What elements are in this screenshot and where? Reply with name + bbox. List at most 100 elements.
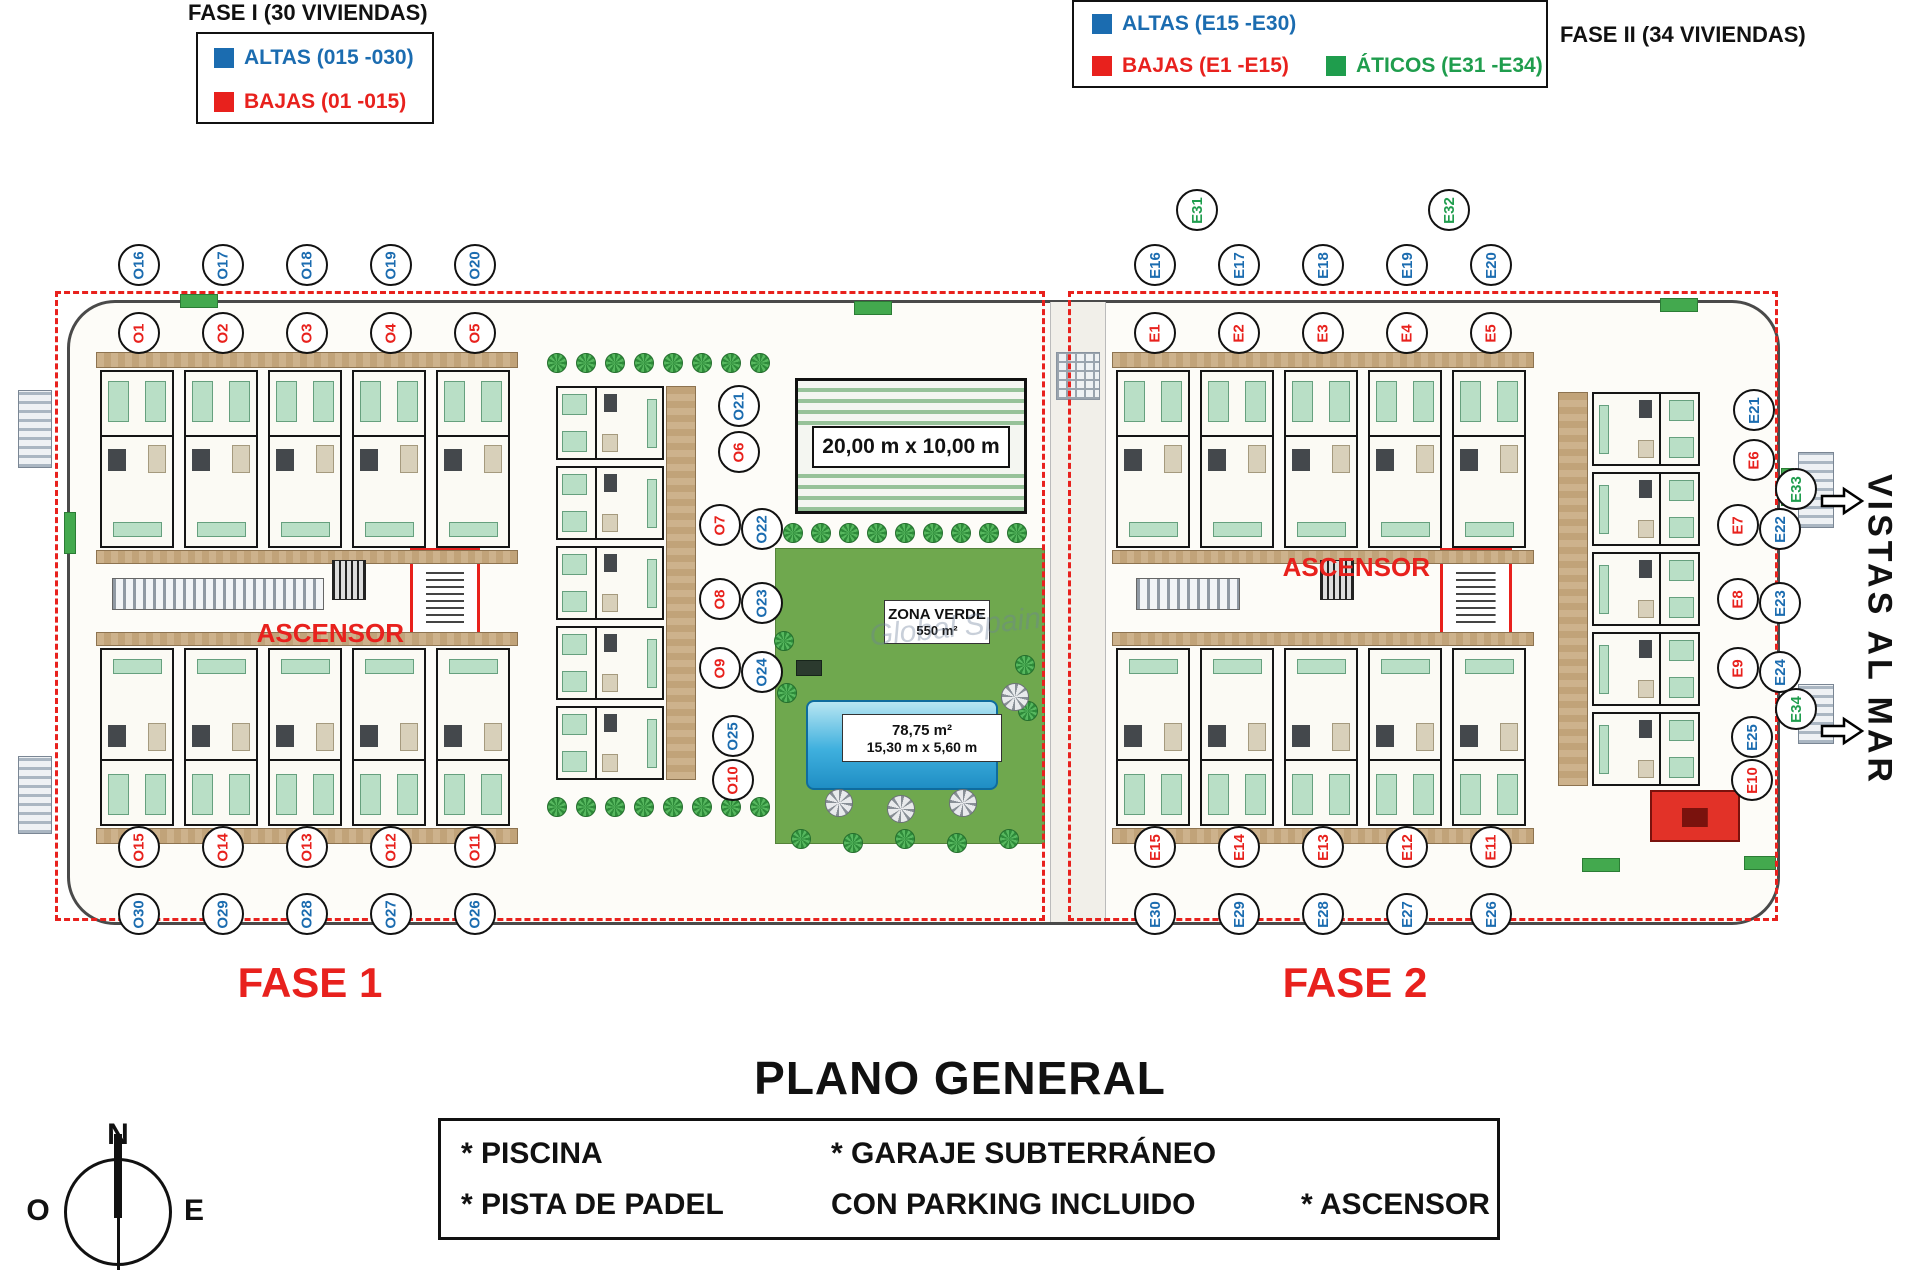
- furniture: [232, 723, 251, 751]
- furniture: [107, 448, 126, 472]
- unit-badge-label: E31: [1188, 196, 1206, 224]
- furniture: [1375, 380, 1397, 423]
- padel-dims-label: 20,00 m x 10,00 m: [812, 426, 1010, 468]
- unit-badge-O29: O29: [202, 893, 244, 935]
- unit-badge-label: O23: [753, 588, 771, 618]
- unit-badge-label: E25: [1743, 723, 1761, 751]
- hedge: [1660, 298, 1698, 312]
- sea-arrow-icon: [1820, 716, 1865, 746]
- furniture: [1599, 724, 1609, 774]
- tree-icon: [777, 683, 797, 703]
- furniture: [1202, 434, 1272, 438]
- furniture: [601, 674, 619, 693]
- terrace: [96, 550, 518, 564]
- furniture: [1164, 445, 1183, 473]
- furniture: [364, 521, 414, 538]
- furniture: [1123, 380, 1145, 423]
- unit-badge-O4: O4: [370, 312, 412, 354]
- unit-badge-O20: O20: [454, 244, 496, 286]
- apartment-unit: [352, 648, 426, 826]
- furniture: [107, 724, 126, 748]
- furniture: [280, 658, 330, 675]
- unit-badge-E14: E14: [1218, 826, 1260, 868]
- furniture: [438, 434, 508, 438]
- unit-badge-E24: E24: [1759, 651, 1801, 693]
- furniture: [1500, 723, 1519, 751]
- unit-badge-label: E33: [1787, 475, 1805, 503]
- central-road: [1050, 302, 1106, 922]
- apartment-unit: [1452, 648, 1526, 826]
- tree-icon: [947, 833, 967, 853]
- furniture: [1286, 758, 1356, 762]
- furniture: [647, 638, 657, 688]
- furniture: [1668, 479, 1694, 501]
- furniture: [1413, 380, 1435, 423]
- furniture: [400, 723, 419, 751]
- furniture: [1668, 719, 1694, 741]
- furniture: [359, 773, 381, 816]
- amenity-piscina: * PISCINA: [461, 1136, 603, 1170]
- furniture: [275, 724, 294, 748]
- furniture: [359, 380, 381, 423]
- unit-badge-O14: O14: [202, 826, 244, 868]
- terrace: [1558, 392, 1588, 786]
- furniture: [1332, 445, 1351, 473]
- furniture: [601, 434, 619, 453]
- furniture: [1459, 724, 1478, 748]
- apartment-unit: [100, 648, 174, 826]
- apartment-unit: [1592, 712, 1700, 786]
- tree-icon: [692, 797, 712, 817]
- furniture: [275, 448, 294, 472]
- unit-badge-E17: E17: [1218, 244, 1260, 286]
- furniture: [313, 380, 335, 423]
- furniture: [313, 773, 335, 816]
- unit-badge-E19: E19: [1386, 244, 1428, 286]
- legend-fase1-box: ALTAS (015 -030) BAJAS (01 -015): [196, 32, 434, 124]
- unit-badge-O27: O27: [370, 893, 412, 935]
- furniture: [1454, 434, 1524, 438]
- unit-badge-E5: E5: [1470, 312, 1512, 354]
- umbrella-icon: [887, 795, 915, 823]
- furniture: [562, 473, 588, 495]
- furniture: [400, 445, 419, 473]
- unit-badge-O25: O25: [712, 715, 754, 757]
- unit-badge-E4: E4: [1386, 312, 1428, 354]
- furniture: [316, 445, 335, 473]
- unit-badge-label: E23: [1771, 589, 1789, 617]
- unit-badge-label: E26: [1482, 900, 1500, 928]
- furniture: [1638, 559, 1653, 578]
- furniture: [1599, 404, 1609, 454]
- terrace: [96, 352, 518, 368]
- unit-badge-E16: E16: [1134, 244, 1176, 286]
- tree-icon: [547, 353, 567, 373]
- unit-badge-label: E32: [1440, 196, 1458, 224]
- unit-badge-label: E15: [1146, 833, 1164, 861]
- red-swatch-icon: [1092, 56, 1112, 76]
- furniture: [603, 633, 618, 652]
- furniture: [229, 773, 251, 816]
- furniture: [1668, 639, 1694, 661]
- zona-verde-label: ZONA VERDE 550 m²: [884, 600, 990, 644]
- apartment-unit: [1284, 370, 1358, 548]
- tree-icon: [783, 523, 803, 543]
- garage-ramp: [112, 578, 324, 610]
- unit-badge-label: E11: [1482, 834, 1500, 860]
- unit-badge-label: O7: [711, 514, 729, 536]
- tree-icon: [692, 353, 712, 373]
- apartment-unit: [556, 626, 664, 700]
- furniture: [562, 553, 588, 575]
- tree-icon: [923, 523, 943, 543]
- furniture: [232, 445, 251, 473]
- unit-badge-label: O5: [466, 322, 484, 344]
- furniture: [1375, 448, 1394, 472]
- furniture: [1380, 521, 1430, 538]
- furniture: [484, 723, 503, 751]
- unit-badge-O13: O13: [286, 826, 328, 868]
- unit-badge-label: O15: [130, 832, 148, 862]
- tree-icon: [750, 797, 770, 817]
- furniture: [316, 723, 335, 751]
- furniture: [1291, 724, 1310, 748]
- unit-badge-label: E29: [1230, 900, 1248, 928]
- furniture: [1497, 380, 1519, 423]
